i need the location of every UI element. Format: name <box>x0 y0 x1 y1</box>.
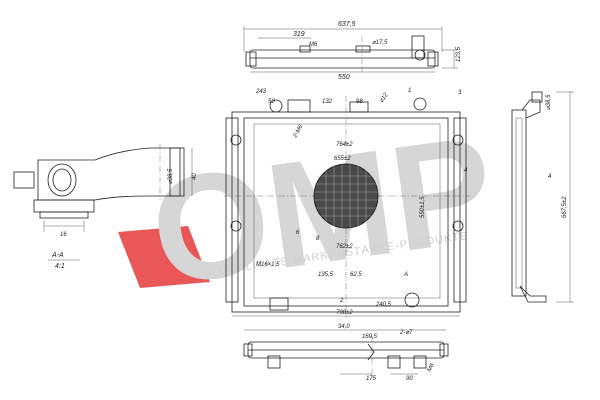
top-view: 637,5 319 M6 ⌀17,5 550 123,5 <box>243 21 462 81</box>
section-scale: 4:1 <box>55 263 65 270</box>
section-a-a: 40 ⌀38,5 16 A-A 4:1 <box>13 144 198 270</box>
dim-764: 764±2 <box>336 142 353 148</box>
dim-123-5: 123,5 <box>456 46 462 62</box>
fan-grid <box>314 164 378 228</box>
dim-175: 175 <box>366 376 377 382</box>
dim-90: 90 <box>406 376 413 382</box>
dim-98: 98 <box>356 99 363 105</box>
dim-section-38-5: ⌀38,5 <box>168 168 174 184</box>
dim-550-front: 550±1,5 <box>420 196 426 218</box>
dim-319: 319 <box>293 31 305 38</box>
callout-3: 3 <box>458 90 462 96</box>
dim-550-top: 550 <box>338 74 350 81</box>
watermark-red-stripe <box>118 226 210 288</box>
dim-62-5: 62,5 <box>350 272 362 278</box>
front-view: 243 50 132 98 ⌀12 2-M6 764±2 655±2 550±1… <box>224 88 470 318</box>
callout-1: 1 <box>408 88 411 94</box>
fan-circle <box>313 163 379 229</box>
section-label: A-A <box>51 252 64 259</box>
dim-135-5: 135,5 <box>318 272 334 278</box>
dim-bottom-m6: M6 <box>427 362 437 373</box>
callout-2: 2 <box>339 298 344 304</box>
dim-637-5: 637,5 <box>338 21 356 28</box>
dim-section-16: 16 <box>60 232 67 238</box>
dim-243: 243 <box>255 89 267 95</box>
dim-m16: M16×1,5 <box>256 262 280 268</box>
dim-top-bolt: M6 <box>309 42 318 48</box>
dim-side-667: 667,5±2 <box>562 196 568 218</box>
bottom-view: 34,0 169,5 2-⌀7 175 90 M6 <box>243 324 449 382</box>
side-view: ⌀38,5 667,5±2 4 <box>511 91 574 303</box>
dim-side-38-5: ⌀38,5 <box>546 94 552 110</box>
dim-132: 132 <box>322 99 333 105</box>
dim-240-5: 240,5 <box>375 302 392 308</box>
dim-169-5: 169,5 <box>362 334 378 340</box>
dim-655: 655±2 <box>334 156 351 162</box>
dim-17-5: ⌀17,5 <box>372 40 388 46</box>
watermark: OMP QUALITÄTS-MARKENSTÄRKE-PRODUKTE <box>118 103 503 317</box>
dim-a-arrow: A <box>403 272 408 278</box>
dim-50: 50 <box>268 99 275 105</box>
dim-section-40: 40 <box>192 173 198 180</box>
dim-2-7: 2-⌀7 <box>399 330 413 336</box>
callout-6: 6 <box>296 230 300 236</box>
dim-8: 8 <box>316 236 320 242</box>
callout-4-side: 4 <box>548 174 552 180</box>
dim-340: 34,0 <box>338 324 350 330</box>
dim-762: 762±2 <box>336 244 353 250</box>
dim-798: 798±2 <box>336 310 353 316</box>
callout-4-front: 4 <box>464 168 468 174</box>
dim-12: ⌀12 <box>379 92 390 104</box>
